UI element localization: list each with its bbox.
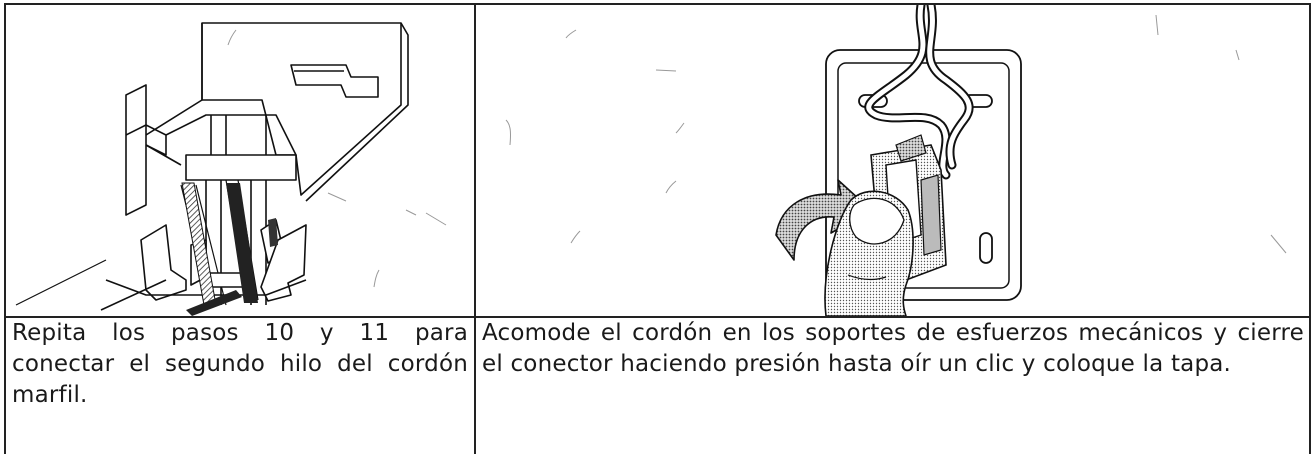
connector-wire-insertion-illustration: [6, 5, 474, 316]
table-border-middle: [4, 316, 1311, 318]
step-caption-left: Repita los pasos 10 y 11 para conectar e…: [12, 318, 468, 411]
caption-text: Acomode el cordón en los soportes de esf…: [482, 320, 1304, 377]
caption-text: Repita los pasos 10 y 11 para conectar e…: [12, 320, 468, 408]
step-caption-right: Acomode el cordón en los soportes de esf…: [482, 318, 1304, 380]
table-border-left: [4, 3, 6, 454]
table-border-top: [4, 3, 1311, 5]
connector-closing-illustration: [476, 5, 1309, 316]
table-column-divider: [474, 3, 476, 454]
table-border-right: [1309, 3, 1311, 454]
